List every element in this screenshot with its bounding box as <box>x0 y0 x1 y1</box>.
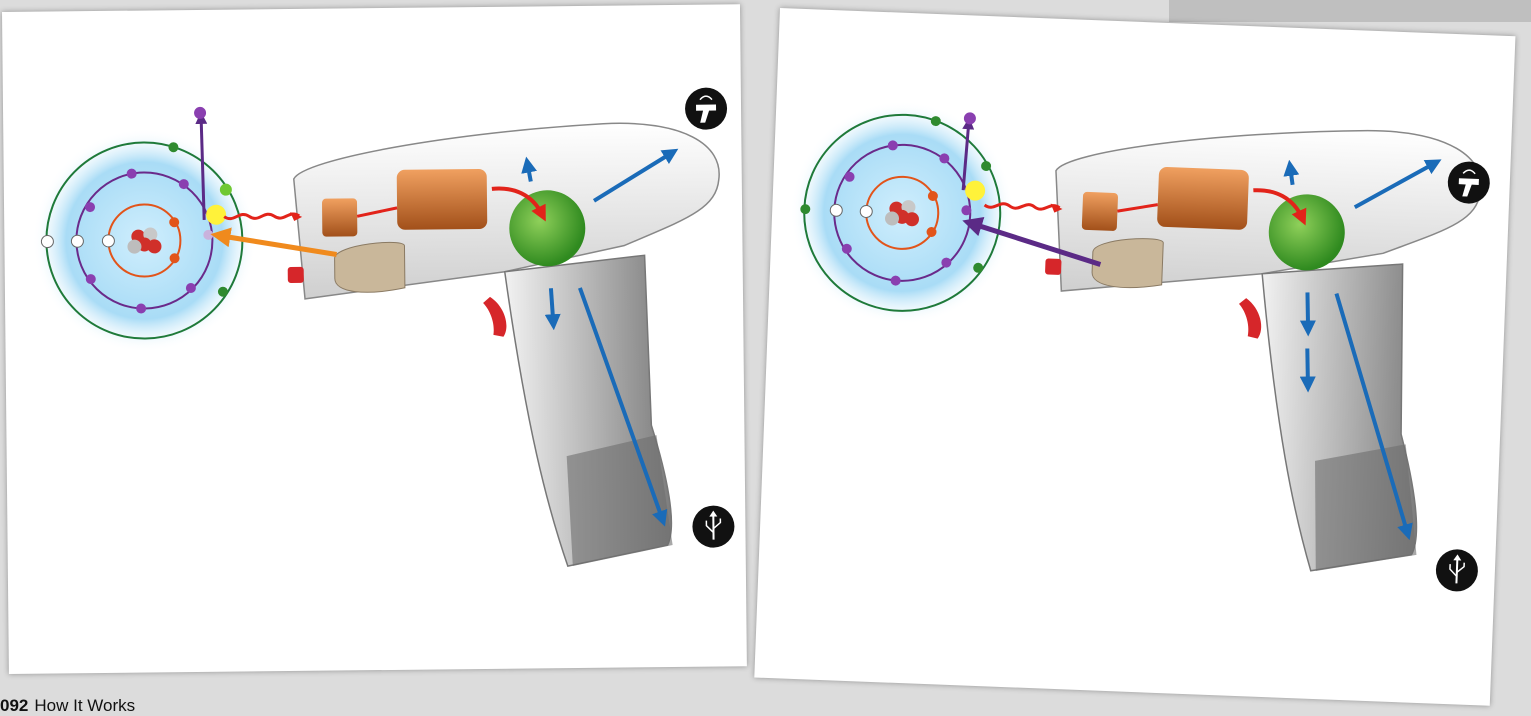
header-tab <box>1169 0 1531 22</box>
diagram-left <box>2 4 747 674</box>
atom-diagram <box>31 106 258 353</box>
xrf-analyzer-gun <box>1034 118 1483 577</box>
panel-electron-ejection <box>754 8 1515 706</box>
page-footer: 092 How It Works <box>0 696 135 716</box>
page-number: 092 <box>0 696 28 715</box>
wireless-signal-icon <box>685 87 727 129</box>
panel-fluorescence-emission <box>2 4 747 674</box>
diagram-right <box>754 8 1515 706</box>
atom-diagram <box>786 97 1018 329</box>
section-title: How It Works <box>34 696 135 715</box>
usb-icon <box>692 505 734 547</box>
usb-icon <box>1435 549 1479 593</box>
